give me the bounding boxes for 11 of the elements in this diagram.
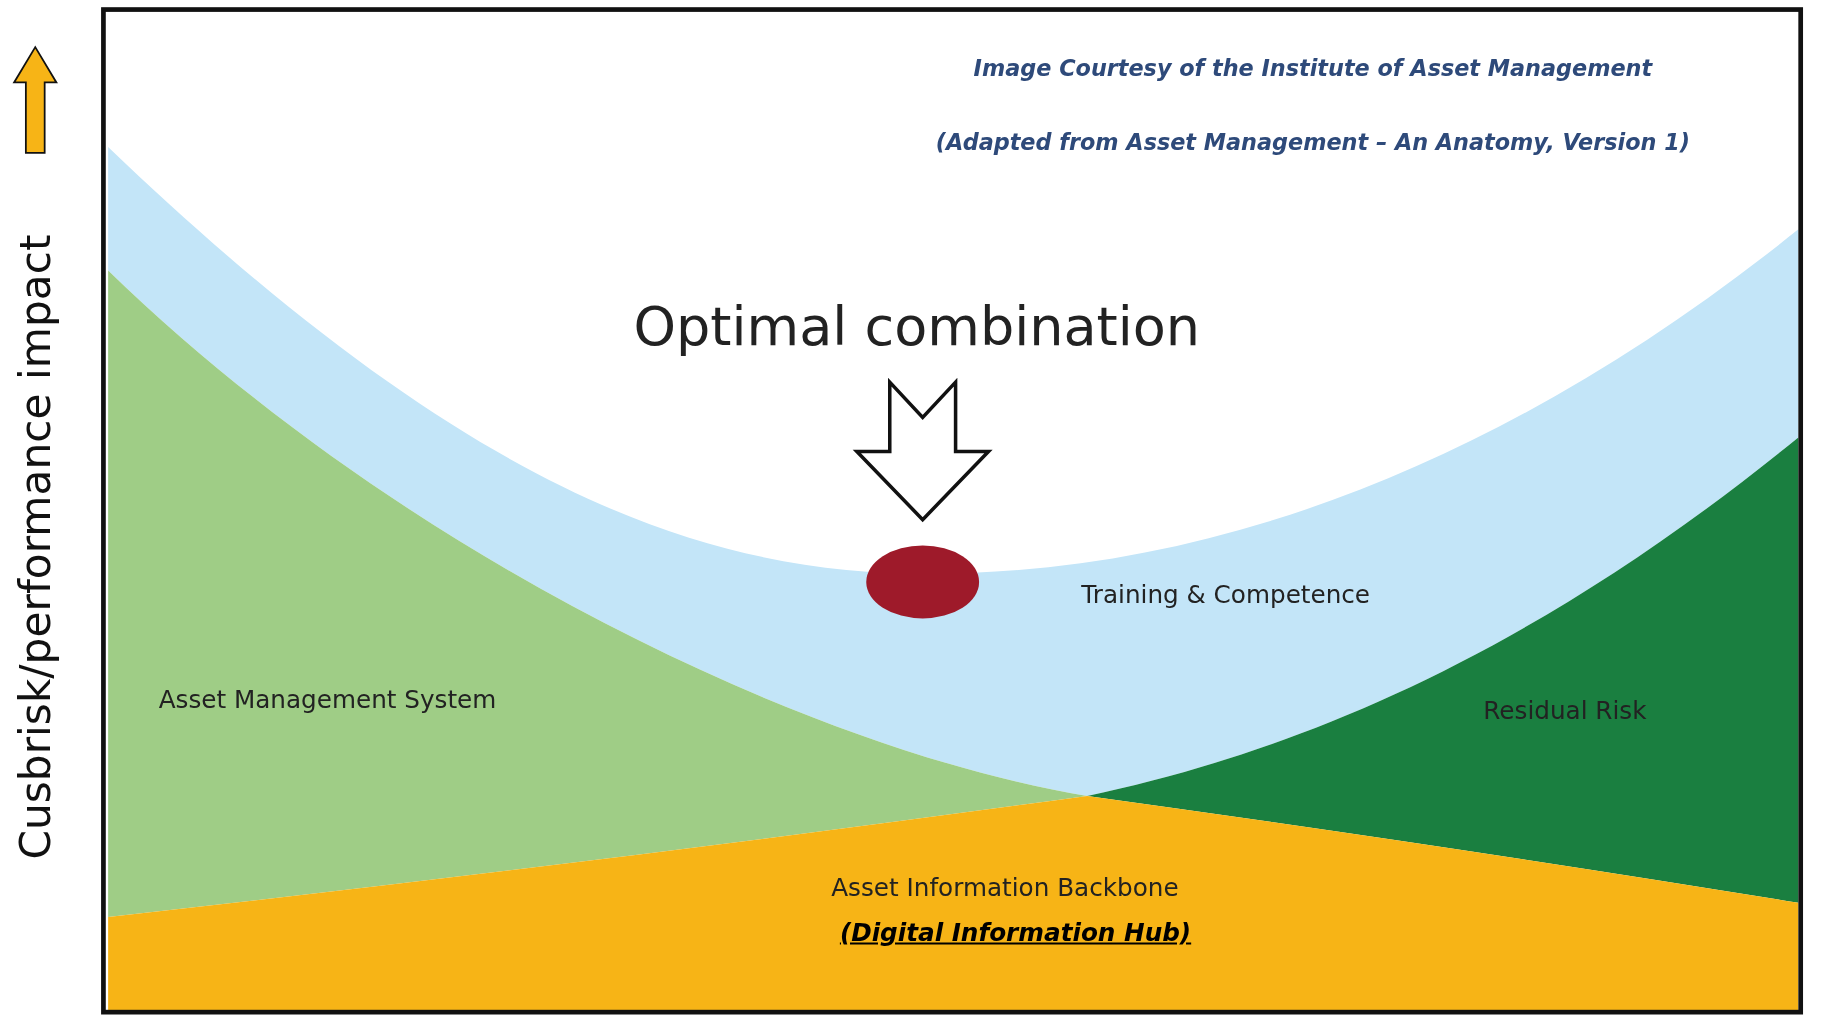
credit-note: Image Courtesy of the Institute of Asset Management xyxy=(973,55,1653,82)
subtitle-text: (Digital Information Hub) xyxy=(839,917,1192,947)
credit-note: (Adapted from Asset Management – An Anatomy, Version 1) xyxy=(935,129,1690,156)
region-label: Training & Competence xyxy=(1081,579,1371,609)
block-arrow xyxy=(852,377,993,523)
axis-label: Cusbrisk/performance impact xyxy=(10,234,60,860)
region-label: Asset Information Backbone xyxy=(831,872,1179,902)
region-label: Residual Risk xyxy=(1483,695,1647,725)
dot-marker xyxy=(866,545,980,619)
heading-text: Optimal combination xyxy=(633,294,1201,358)
region-label: Asset Management System xyxy=(158,684,497,714)
